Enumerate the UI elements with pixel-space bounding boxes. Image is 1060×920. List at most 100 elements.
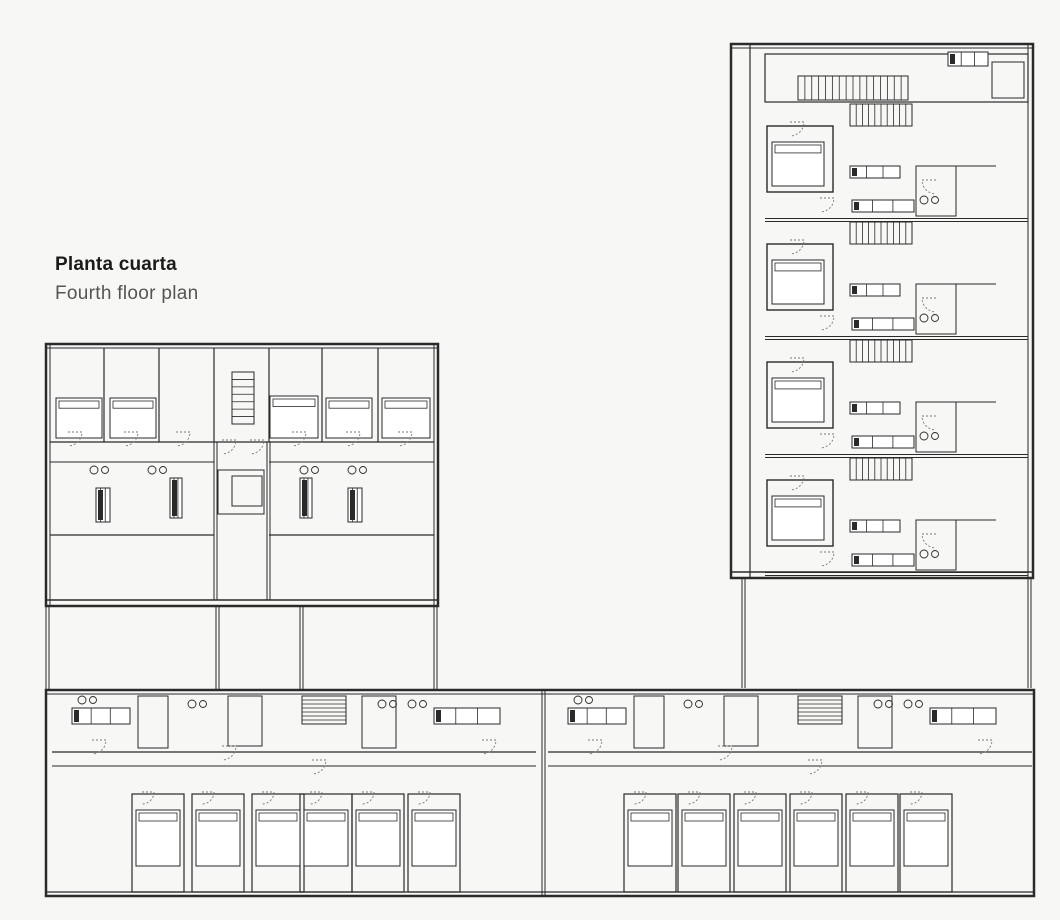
toilet-icon (919, 431, 939, 441)
bed-frame (771, 259, 825, 305)
toilet-bowl (407, 699, 417, 709)
kitchen-counter-icon (851, 553, 915, 567)
door-swing-icon (91, 739, 107, 755)
bed-frame (325, 397, 373, 439)
bed-pillow (138, 812, 178, 822)
bed-icon (771, 377, 825, 423)
kitchen-counter-icon (851, 199, 915, 213)
door-swing-icon (67, 431, 83, 447)
bottom-bedroom (789, 793, 843, 893)
toilet-bowl (299, 465, 309, 475)
bottom-bedroom (407, 793, 461, 893)
bottom-bedroom (351, 793, 405, 893)
bottom-bedroom (733, 793, 787, 893)
bottom-bath (137, 695, 169, 749)
door-swing-icon (175, 431, 191, 447)
bottom-lift (227, 695, 263, 747)
bed-pillow (272, 398, 316, 407)
stair-icon (301, 695, 347, 725)
door-swing-icon (361, 791, 375, 805)
bed-icon (771, 141, 825, 187)
counter (851, 317, 915, 331)
toilet-icon (903, 699, 923, 709)
bottom-bedroom (623, 793, 677, 893)
stair-icon (797, 75, 909, 101)
kitchen-counter-icon (71, 707, 131, 725)
toilet-bowl (683, 699, 693, 709)
tower-outline (729, 42, 1035, 580)
sink-basin (931, 432, 939, 440)
plan-title-block: Planta cuarta Fourth floor plan (55, 254, 198, 305)
bottom-bedroom (191, 793, 245, 893)
kitchen-counter-icon (947, 51, 989, 67)
door-swing-icon (789, 121, 805, 137)
stair-icon (231, 371, 255, 425)
sink-basin (389, 700, 397, 708)
bottom-lift (723, 695, 759, 747)
stair-outline (797, 695, 843, 725)
sink-basin (931, 550, 939, 558)
door-swing-icon (819, 197, 835, 213)
toilet-icon (77, 695, 97, 705)
bed-pillow (796, 812, 836, 822)
toilet-bowl (347, 465, 357, 475)
toilet-icon (919, 195, 939, 205)
bottom-bath (361, 695, 397, 749)
door-swing-icon (291, 431, 307, 447)
bed-pillow (774, 262, 822, 272)
bed-icon (255, 809, 301, 867)
toilet-icon (299, 465, 319, 475)
stair-icon (849, 221, 913, 245)
bed-frame (771, 495, 825, 541)
door-swing-icon (799, 791, 813, 805)
door-swing-icon (221, 745, 237, 761)
counter (849, 165, 901, 179)
bed-icon (381, 397, 431, 439)
bed-icon (303, 809, 349, 867)
tower-unit-room (766, 479, 834, 547)
door-swing-icon (819, 551, 835, 567)
bed-icon (411, 809, 457, 867)
bed-pillow (358, 812, 398, 822)
stair-outline (231, 371, 255, 425)
counter (849, 519, 901, 533)
counter (71, 707, 131, 725)
appliance (932, 710, 937, 722)
kitchen-counter-icon (567, 707, 627, 725)
sink-basin (101, 466, 109, 474)
toilet-icon (919, 313, 939, 323)
appliance (436, 710, 441, 722)
bed-pillow (740, 812, 780, 822)
bed-icon (771, 259, 825, 305)
bed-icon (269, 395, 319, 439)
appliance (854, 202, 859, 210)
toilet-bowl (873, 699, 883, 709)
sink-basin (419, 700, 427, 708)
toilet-icon (89, 465, 109, 475)
bed-pillow (198, 812, 238, 822)
bed-frame (269, 395, 319, 439)
toilet-bowl (147, 465, 157, 475)
bed-pillow (384, 400, 428, 409)
bed-frame (771, 377, 825, 423)
tower-bath (915, 283, 957, 335)
kitchen-counter-icon (851, 435, 915, 449)
bed-icon (793, 809, 839, 867)
bed-icon (55, 397, 103, 439)
toilet-bowl (573, 695, 583, 705)
door-swing-icon (261, 791, 275, 805)
bed-icon (355, 809, 401, 867)
toilet-icon (873, 699, 893, 709)
stair-icon (849, 339, 913, 363)
kitchen-counter-icon (849, 283, 901, 297)
kitchen-counter-icon (851, 317, 915, 331)
plan-title-spanish: Planta cuarta (55, 254, 177, 275)
bed-pillow (774, 144, 822, 154)
bed-frame (681, 809, 727, 867)
door-swing-icon (909, 791, 923, 805)
toilet-bowl (919, 195, 929, 205)
door-swing-icon (921, 179, 937, 195)
counter (851, 435, 915, 449)
bed-frame (849, 809, 895, 867)
